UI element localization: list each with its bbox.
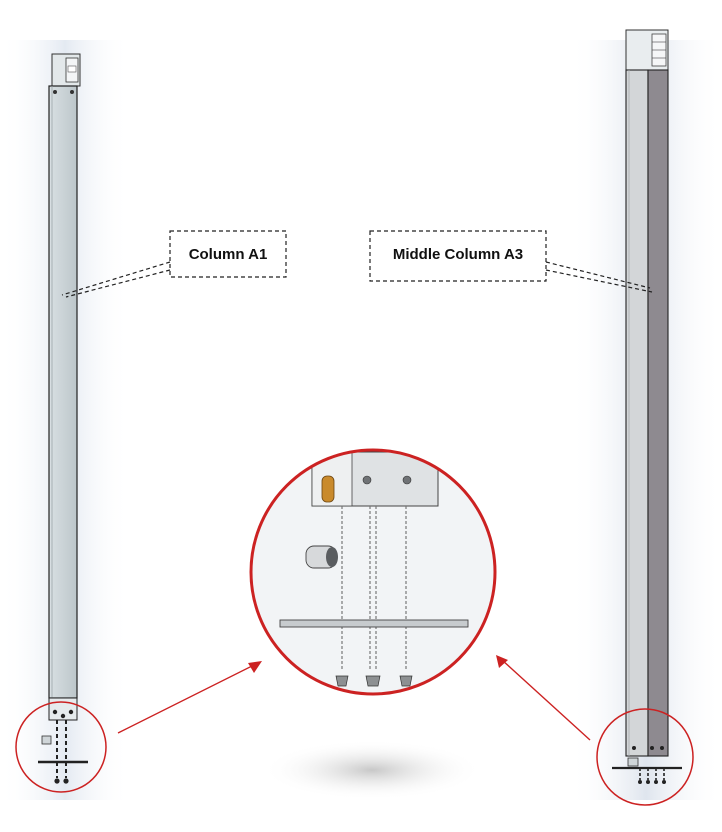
callout-label-right: Middle Column A3	[393, 246, 523, 263]
zoom-circle-border	[249, 448, 497, 696]
zoom-detail	[249, 448, 497, 696]
callout-column-a1: Column A1	[61, 230, 287, 298]
callout-box-right	[369, 230, 547, 282]
callout-box-left	[169, 230, 287, 278]
arrow-left-to-zoom	[117, 661, 262, 734]
detail-circle-right	[596, 708, 694, 806]
column-a3	[612, 29, 682, 784]
leader-line-left-2	[65, 269, 171, 298]
callout-column-a3: Middle Column A3	[369, 230, 653, 293]
leader-line-right-1	[545, 261, 651, 289]
zoom-floor-shadow	[262, 740, 482, 800]
arrow-right-to-zoom	[496, 655, 591, 741]
detail-circle-left	[15, 701, 107, 793]
leader-line-left-1	[61, 261, 171, 296]
callout-label-left: Column A1	[189, 246, 268, 263]
